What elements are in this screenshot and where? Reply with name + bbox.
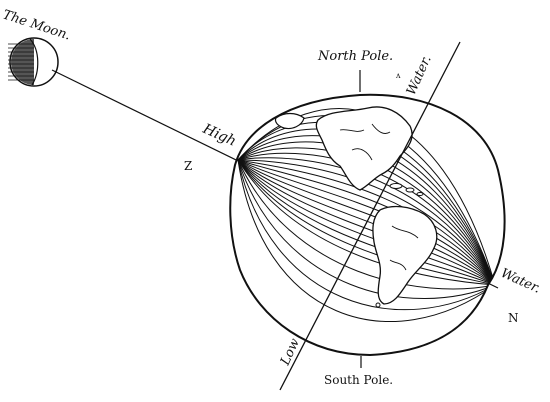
tiny-mark: ʌ <box>395 71 401 80</box>
z-label: Z <box>184 159 192 173</box>
arctic-island <box>274 112 305 130</box>
small-island-south <box>375 302 381 308</box>
n-label: N <box>508 311 519 325</box>
north-america-landmass <box>315 106 413 191</box>
earth <box>229 93 506 357</box>
south-america-landmass <box>372 205 438 305</box>
moon-group <box>8 37 59 87</box>
north-pole-label: North Pole. <box>317 49 393 64</box>
tide-axis-line <box>279 41 461 391</box>
south-pole-label: South Pole. <box>324 373 393 387</box>
water-top-label: Water. <box>404 53 435 97</box>
south-america-detail <box>389 225 419 271</box>
moon-shadow <box>8 39 34 85</box>
north-america-coast-detail <box>339 123 391 161</box>
water-right-label: Water. <box>498 266 542 297</box>
caribbean-islands <box>389 183 424 196</box>
